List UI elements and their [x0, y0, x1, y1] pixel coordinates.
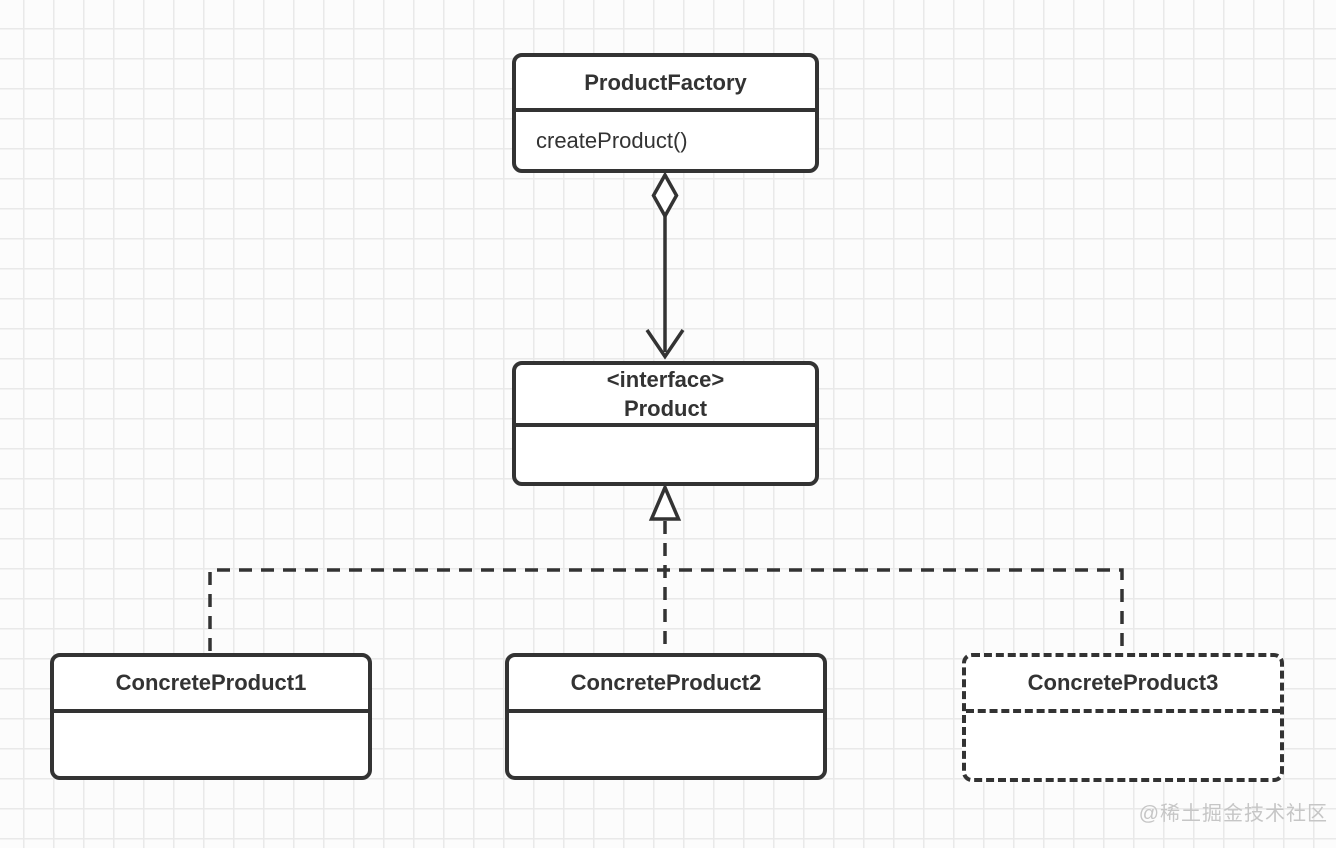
node-title: ConcreteProduct2 [570, 670, 762, 696]
class-node-product-factory: ProductFactory createProduct() [512, 53, 819, 173]
node-title: ProductFactory [584, 69, 747, 95]
node-stereotype: <interface> [606, 367, 725, 392]
node-title: ConcreteProduct1 [115, 670, 307, 696]
node-members-compartment: createProduct() [516, 112, 815, 169]
node-title-compartment: ConcreteProduct2 [509, 657, 823, 713]
node-title: Product [623, 396, 708, 422]
class-node-concrete-product-3: ConcreteProduct3 [962, 653, 1284, 782]
node-members-compartment [509, 713, 823, 776]
watermark: @稀土掘金技术社区 [1138, 803, 1328, 825]
interface-node-product: <interface> Product [512, 361, 819, 486]
node-title-compartment: ConcreteProduct3 [966, 657, 1280, 713]
open-arrowhead-icon [645, 329, 685, 360]
node-members-compartment [966, 713, 1280, 778]
aggregation-edge [645, 171, 685, 360]
class-node-concrete-product-1: ConcreteProduct1 [50, 653, 372, 780]
node-title: ConcreteProduct3 [1027, 670, 1219, 696]
realization-branch-lines [208, 568, 1124, 651]
open-diamond-icon [651, 171, 679, 220]
hollow-triangle-icon [648, 483, 682, 521]
node-method: createProduct() [536, 127, 688, 153]
class-node-concrete-product-2: ConcreteProduct2 [505, 653, 827, 780]
node-members-compartment [54, 713, 368, 776]
node-members-compartment [516, 427, 815, 482]
realization-edges [208, 483, 1124, 651]
node-title-compartment: <interface> Product [516, 365, 815, 428]
node-title-compartment: ProductFactory [516, 57, 815, 112]
node-title-compartment: ConcreteProduct1 [54, 657, 368, 713]
